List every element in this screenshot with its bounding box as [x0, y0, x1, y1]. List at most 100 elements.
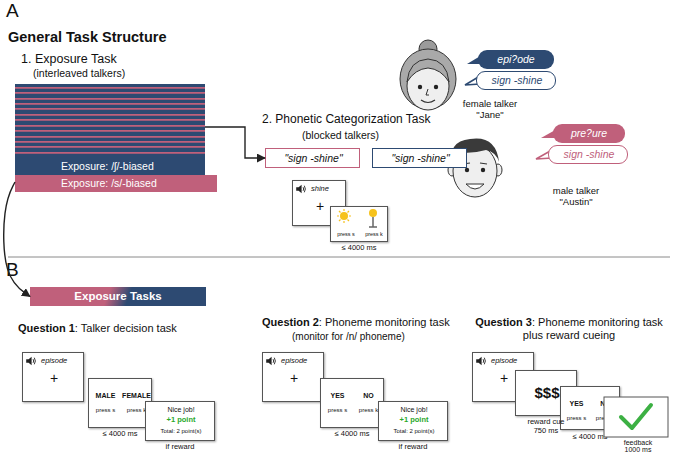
- flow-arrow: [4, 182, 30, 297]
- stimulus-word: episode: [41, 357, 83, 366]
- panel-letter: B: [6, 259, 19, 281]
- stripe-field: [15, 84, 205, 158]
- timing-note: ≤ 4000 ms: [330, 244, 388, 253]
- timing-note: reward cue 750 ms: [524, 418, 568, 435]
- fixation-cross: +: [263, 370, 325, 386]
- section-heading: General Task Structure: [8, 29, 167, 46]
- question-number: Question 3: [475, 316, 532, 328]
- response-option: NO: [353, 392, 384, 400]
- sun-rays: [337, 209, 351, 223]
- speaker-icon: [476, 357, 485, 365]
- task-heading: 1. Exposure Task: [21, 52, 241, 66]
- response-option: FEMALE: [121, 392, 152, 400]
- key-hint: press k: [360, 231, 388, 237]
- bubble-text: pre?ure: [553, 127, 625, 139]
- hair-bangs: [407, 59, 449, 82]
- key-hint: press k: [591, 415, 620, 422]
- stripe-lines: [15, 87, 205, 154]
- key-hint: press s: [562, 415, 591, 422]
- task-subheading: (blocked talkers): [302, 129, 379, 141]
- question-number: Question 2: [262, 316, 319, 328]
- continuum-label: "sign -shine": [373, 152, 468, 164]
- ear: [494, 164, 502, 176]
- fixation-cross: +: [23, 370, 85, 386]
- flow-arrow: [205, 127, 265, 158]
- timing-note: feedback 1000 ms: [616, 439, 660, 453]
- eye: [465, 168, 469, 172]
- talker-label: male talker "Austin": [540, 186, 612, 208]
- question-title: : Phoneme monitoring task plus reward cu…: [523, 316, 663, 341]
- eye: [418, 85, 422, 89]
- banner-text: Exposure Tasks: [30, 290, 206, 303]
- band-label: Exposure: /ʃ/-biased: [61, 160, 201, 172]
- response-option: YES: [562, 400, 591, 408]
- lamp-post: [369, 217, 377, 227]
- stimulus-word: episode: [281, 357, 323, 366]
- stimulus-word: episode: [491, 357, 533, 366]
- audio-screen: episode +: [262, 352, 324, 402]
- mouth: [421, 100, 435, 103]
- timing-note: ≤ 4000 ms: [88, 430, 152, 439]
- exposure-band: Exposure: /ʃ/-biased: [15, 158, 205, 175]
- exposure-block: 1. Exposure Task(interleaved talkers)Exp…: [15, 84, 205, 192]
- response-option: NO: [591, 400, 620, 408]
- continuum-label: "sign -shine": [266, 152, 361, 164]
- panel-divider: [8, 257, 670, 258]
- speaker-icon: [296, 185, 305, 193]
- talker-block-box: "sign -shine": [265, 148, 360, 168]
- response-screen: YESNOpress spress k: [560, 386, 620, 430]
- key-hint: press s: [90, 407, 121, 414]
- timing-note: ≤ 4000 ms: [560, 433, 620, 442]
- lamp-bulb: [369, 209, 377, 217]
- nose: [426, 89, 429, 95]
- hair-bun: [419, 40, 437, 58]
- question-title: : Phoneme monitoring task: [319, 316, 450, 328]
- response-screen: press spress k: [330, 206, 388, 242]
- speech-bubble: epi?ode: [478, 50, 554, 69]
- band-label: Exposure: /s/-biased: [61, 177, 211, 189]
- check-mark: [621, 405, 651, 428]
- feedback-screen: Nice job!+1 pointTotal: 2 point(s): [145, 401, 215, 441]
- speech-bubble: sign -shine: [476, 71, 556, 90]
- response-option: YES: [322, 392, 353, 400]
- speech-bubble: pre?ure: [553, 124, 625, 143]
- points-text: +1 point: [379, 416, 449, 425]
- key-hint: press s: [322, 407, 353, 414]
- total-text: Total: 2 point(s): [146, 428, 216, 435]
- timing-note: ≤ 4000 ms: [320, 430, 384, 439]
- task-heading: 2. Phonetic Categorization Task: [262, 113, 431, 127]
- speaker-icon: [266, 357, 275, 365]
- feedback-text: Nice job!: [379, 406, 449, 414]
- section-banner: Exposure Tasks: [30, 287, 206, 306]
- response-screen: MALEFEMALEpress spress k: [88, 378, 152, 428]
- question-number: Question 1: [18, 322, 75, 334]
- bubble-text: sign -shine: [549, 148, 629, 160]
- face: [407, 62, 449, 110]
- condition-note: if reward: [378, 443, 448, 452]
- bubble-text: epi?ode: [478, 53, 554, 65]
- speaker-icon: [26, 357, 35, 365]
- key-hint: press s: [332, 231, 360, 237]
- question-subtitle: (monitor for /n/ phoneme): [292, 331, 405, 343]
- question-title: : Talker decision task: [75, 322, 177, 334]
- talker-block-box: "sign -shine": [372, 148, 467, 168]
- response-option: MALE: [90, 392, 121, 400]
- question-heading: Question 1: Talker decision task: [18, 322, 258, 335]
- condition-note: if reward: [145, 443, 215, 452]
- mouth: [466, 184, 484, 189]
- audio-screen: episode +: [22, 352, 84, 402]
- eye: [481, 168, 485, 172]
- points-text: +1 point: [146, 416, 216, 425]
- stimulus-word: shine: [311, 185, 345, 194]
- exposure-band: Exposure: /s/-biased: [15, 175, 217, 192]
- speech-bubble: sign -shine: [548, 145, 628, 164]
- panel-letter: A: [6, 0, 19, 22]
- question-heading: Question 2: Phoneme monitoring task: [262, 316, 482, 329]
- sun-icon: [340, 212, 348, 220]
- talker-label: female talker "Jane": [456, 99, 524, 121]
